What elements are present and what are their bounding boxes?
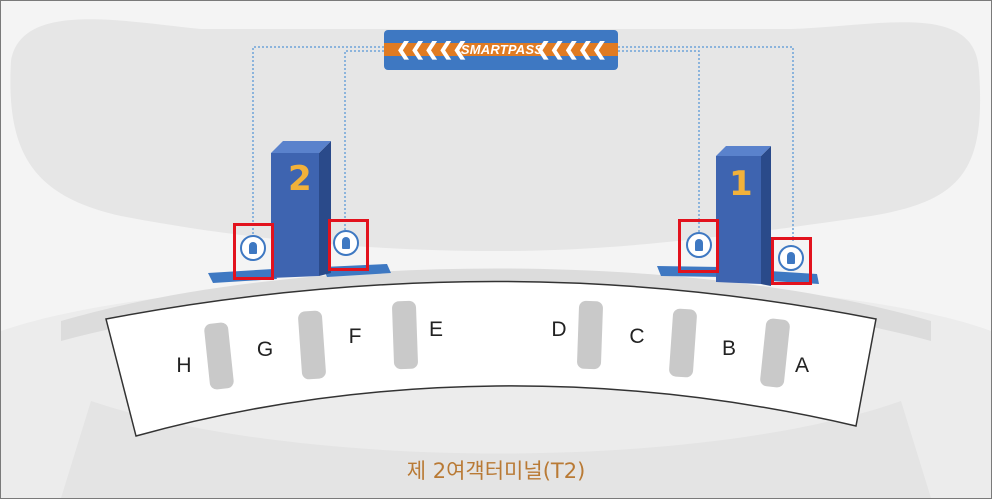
gate-b-label: B xyxy=(721,337,736,360)
smartpass-gate-icon[interactable] xyxy=(778,245,804,271)
connector-lines xyxy=(252,46,794,241)
highlight-box xyxy=(328,219,369,271)
gate-g-label: G xyxy=(256,338,274,361)
gate-d-label: D xyxy=(551,318,567,341)
smartpass-gate-icon[interactable] xyxy=(240,235,266,261)
gate-e-label: E xyxy=(428,318,443,341)
right-arrows-icon: ❮❮❮❮❮ xyxy=(535,39,607,59)
highlight-box xyxy=(771,237,812,285)
highlight-box xyxy=(233,223,274,280)
gate-a-label: A xyxy=(794,354,809,377)
gate-f-label: F xyxy=(348,325,362,348)
gate-islands xyxy=(204,300,790,390)
pillar-2-number: 2 xyxy=(288,159,312,199)
banner-stripe xyxy=(384,43,618,56)
pillar-1 xyxy=(716,146,771,286)
smartpass-logo-text: SMARTPASS xyxy=(460,42,544,57)
gate-h-label: H xyxy=(176,354,192,377)
highlight-box xyxy=(678,219,719,273)
terminal-label: 제 2여객터미널(T2) xyxy=(406,459,586,483)
left-arrows-icon: ❮❮❮❮❮ xyxy=(396,39,467,59)
gate-c-label: C xyxy=(629,325,645,348)
smartpass-gate-icon[interactable] xyxy=(333,230,359,256)
smartpass-gate-icon[interactable] xyxy=(686,232,712,258)
pillar-1-number: 1 xyxy=(729,164,753,204)
smartpass-banner: ❮❮❮❮❮ SMARTPASS ❮❮❮❮❮ xyxy=(384,30,618,70)
